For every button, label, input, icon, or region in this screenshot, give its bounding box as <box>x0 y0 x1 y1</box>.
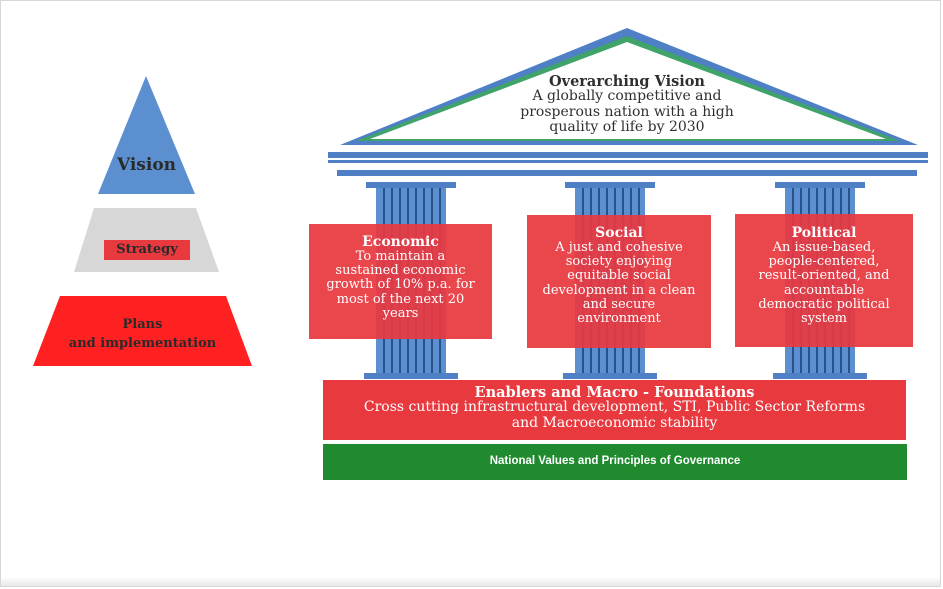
foundation-title: Enablers and Macro - Foundations <box>474 384 755 401</box>
pillar-social-title: Social <box>595 225 643 241</box>
foundation-text: Enablers and Macro - Foundations Cross c… <box>323 385 906 432</box>
overarching-vision-text: Overarching Vision A globally competitiv… <box>470 74 784 135</box>
overarching-vision-line1: A globally competitive and <box>532 88 722 105</box>
column-base-political <box>773 373 867 379</box>
pillar-political-title: Political <box>791 225 857 241</box>
pillar-political-text: Political An issue-based, people-centere… <box>735 226 913 326</box>
pillar-box-social <box>527 215 711 348</box>
pillar-economic-line: growth of 10% p.a. for <box>326 277 475 293</box>
foundation-line2: and Macroeconomic stability <box>511 414 718 431</box>
pillar-political-line: system <box>801 311 847 327</box>
column-capital-economic <box>366 182 456 188</box>
overarching-vision-line2: prosperous nation with a high <box>520 103 734 120</box>
pillar-political-line: democratic political <box>758 296 890 312</box>
pillar-economic-title: Economic <box>362 234 439 250</box>
pillar-box-economic <box>309 224 492 339</box>
pillar-political-line: result-oriented, and <box>758 268 890 284</box>
pillar-social-line: and secure <box>582 296 656 312</box>
column-capital-political <box>775 182 865 188</box>
governance-label: National Values and Principles of Govern… <box>489 455 741 467</box>
pillar-political-line: accountable <box>783 282 865 298</box>
pyramid-plans-line2: and implementation <box>68 335 217 351</box>
pillar-social-text: Social A just and cohesive society enjoy… <box>527 226 711 326</box>
pyramid-plans-label: Plans and implementation <box>33 318 252 350</box>
governance-bar <box>323 444 907 480</box>
pillar-economic-line: years <box>382 305 419 321</box>
pillar-economic-text: Economic To maintain a sustained economi… <box>309 235 492 321</box>
entablature-bar-2 <box>328 160 928 163</box>
pyramid-plans-trapezoid <box>33 296 252 366</box>
overarching-vision-line3: quality of life by 2030 <box>549 119 705 135</box>
pyramid-strategy-highlight <box>104 240 190 260</box>
pillar-social-line: A just and cohesive <box>555 239 683 255</box>
column-base-economic <box>364 373 458 379</box>
temple-roof-inner <box>370 42 886 139</box>
pillar-economic-line: sustained economic <box>335 262 466 278</box>
pyramid-vision-label: Vision <box>116 155 177 175</box>
pyramid-strategy-label: Strategy <box>116 242 178 257</box>
column-base-social <box>563 373 657 379</box>
pillar-box-political <box>735 214 913 347</box>
column-capital-social <box>565 182 655 188</box>
pillar-social-line: society enjoying <box>565 253 673 269</box>
overarching-vision-title: Overarching Vision <box>549 73 705 90</box>
pillar-political-line: An issue-based, <box>772 239 876 255</box>
pillar-social-line: equitable social <box>567 268 671 284</box>
foundation-box <box>323 380 906 440</box>
pillar-social-line: development in a clean <box>542 282 696 298</box>
pillar-political-line: people-centered, <box>768 253 880 269</box>
pillar-economic-line: most of the next 20 <box>336 291 465 307</box>
entablature-bar-1 <box>328 152 928 158</box>
foundation-line1: Cross cutting infrastructural developmen… <box>363 399 866 416</box>
pillar-economic-line: To maintain a <box>355 248 446 264</box>
pillar-social-line: environment <box>577 311 661 327</box>
pyramid-plans-line1: Plans <box>122 317 163 332</box>
entablature-bar-3 <box>337 170 917 176</box>
pyramid-vision-triangle <box>98 76 195 194</box>
